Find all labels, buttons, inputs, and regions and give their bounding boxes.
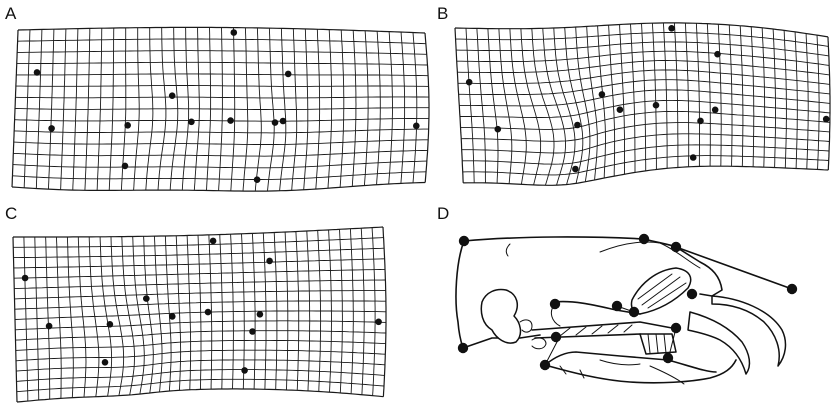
landmark-point <box>107 321 114 328</box>
grid-line-vertical <box>740 26 743 167</box>
grid-line-horizontal <box>17 389 383 402</box>
landmark-point <box>22 275 29 282</box>
landmark-point <box>712 107 719 114</box>
landmark-point <box>210 238 217 245</box>
landmark-point <box>266 258 273 265</box>
grid-line-vertical <box>587 26 598 180</box>
skull-landmark-point <box>663 353 673 363</box>
landmark-point <box>285 71 292 78</box>
deformation-grid-c <box>13 227 386 402</box>
deformation-grid-b <box>455 23 830 185</box>
grid-line-vertical <box>510 29 526 185</box>
skull-outline-d <box>456 234 797 384</box>
landmark-point <box>668 25 675 32</box>
grid-line-vertical <box>663 23 667 168</box>
skull-landmark-point <box>540 360 550 370</box>
skull-lower-incisor <box>688 312 749 374</box>
panel-label-b: B <box>437 4 448 23</box>
grid-line-vertical <box>532 29 554 186</box>
landmark-point <box>124 122 131 129</box>
panel-label-a: A <box>5 4 17 23</box>
landmark-point <box>188 119 195 126</box>
grid-line-horizontal <box>14 129 429 133</box>
landmark-point <box>169 313 176 320</box>
skull-landmark-point <box>639 234 649 244</box>
landmark-point <box>122 163 129 170</box>
panel-label-d: D <box>437 204 449 223</box>
landmark-point <box>231 29 238 36</box>
skull-landmark-point <box>671 242 681 252</box>
landmark-point <box>697 118 704 125</box>
landmark-point <box>466 79 473 86</box>
skull-landmark-point <box>787 284 797 294</box>
skull-landmark-point <box>550 299 560 309</box>
landmark-point <box>690 154 697 161</box>
landmark-point <box>413 123 420 130</box>
panel-label-c: C <box>5 204 17 223</box>
landmark-point <box>823 116 830 123</box>
landmark-point <box>375 319 382 326</box>
landmark-point <box>169 92 176 99</box>
landmark-point <box>227 117 234 124</box>
landmark-point <box>617 106 624 113</box>
skull-landmark-point <box>671 323 681 333</box>
skull-landmark-point <box>458 343 468 353</box>
skull-landmark-point <box>551 332 561 342</box>
landmark-point <box>46 323 53 330</box>
landmark-point <box>102 359 109 366</box>
landmark-point <box>241 367 248 374</box>
landmark-point <box>254 176 261 183</box>
skull-bulla-detail <box>520 320 546 349</box>
landmark-point <box>653 102 660 109</box>
landmark-point <box>249 328 256 335</box>
landmark-point <box>34 69 41 76</box>
landmark-point <box>599 91 606 98</box>
landmark-point <box>143 295 150 302</box>
landmark-point <box>272 119 279 126</box>
landmark-point <box>205 309 212 316</box>
landmark-point <box>495 126 502 133</box>
landmark-point <box>48 125 55 132</box>
grid-line-vertical <box>653 23 657 169</box>
skull-mandible-ramus <box>560 360 684 384</box>
landmark-point <box>574 122 581 129</box>
grid-line-horizontal <box>13 227 383 237</box>
skull-landmark-point <box>687 289 697 299</box>
landmark-point <box>280 118 287 125</box>
skull-auditory-bulla <box>481 290 520 344</box>
skull-landmark-point <box>459 236 469 246</box>
landmark-point <box>714 51 721 58</box>
grid-line-horizontal <box>15 97 429 98</box>
skull-landmark-point <box>629 307 639 317</box>
skull-landmark-point <box>612 301 622 311</box>
landmark-point <box>257 311 264 318</box>
skull-mandible <box>545 352 736 383</box>
landmark-point <box>572 166 579 173</box>
deformation-grid-a <box>12 27 429 191</box>
grid-line-vertical <box>521 29 541 185</box>
grid-line-vertical <box>751 27 754 167</box>
